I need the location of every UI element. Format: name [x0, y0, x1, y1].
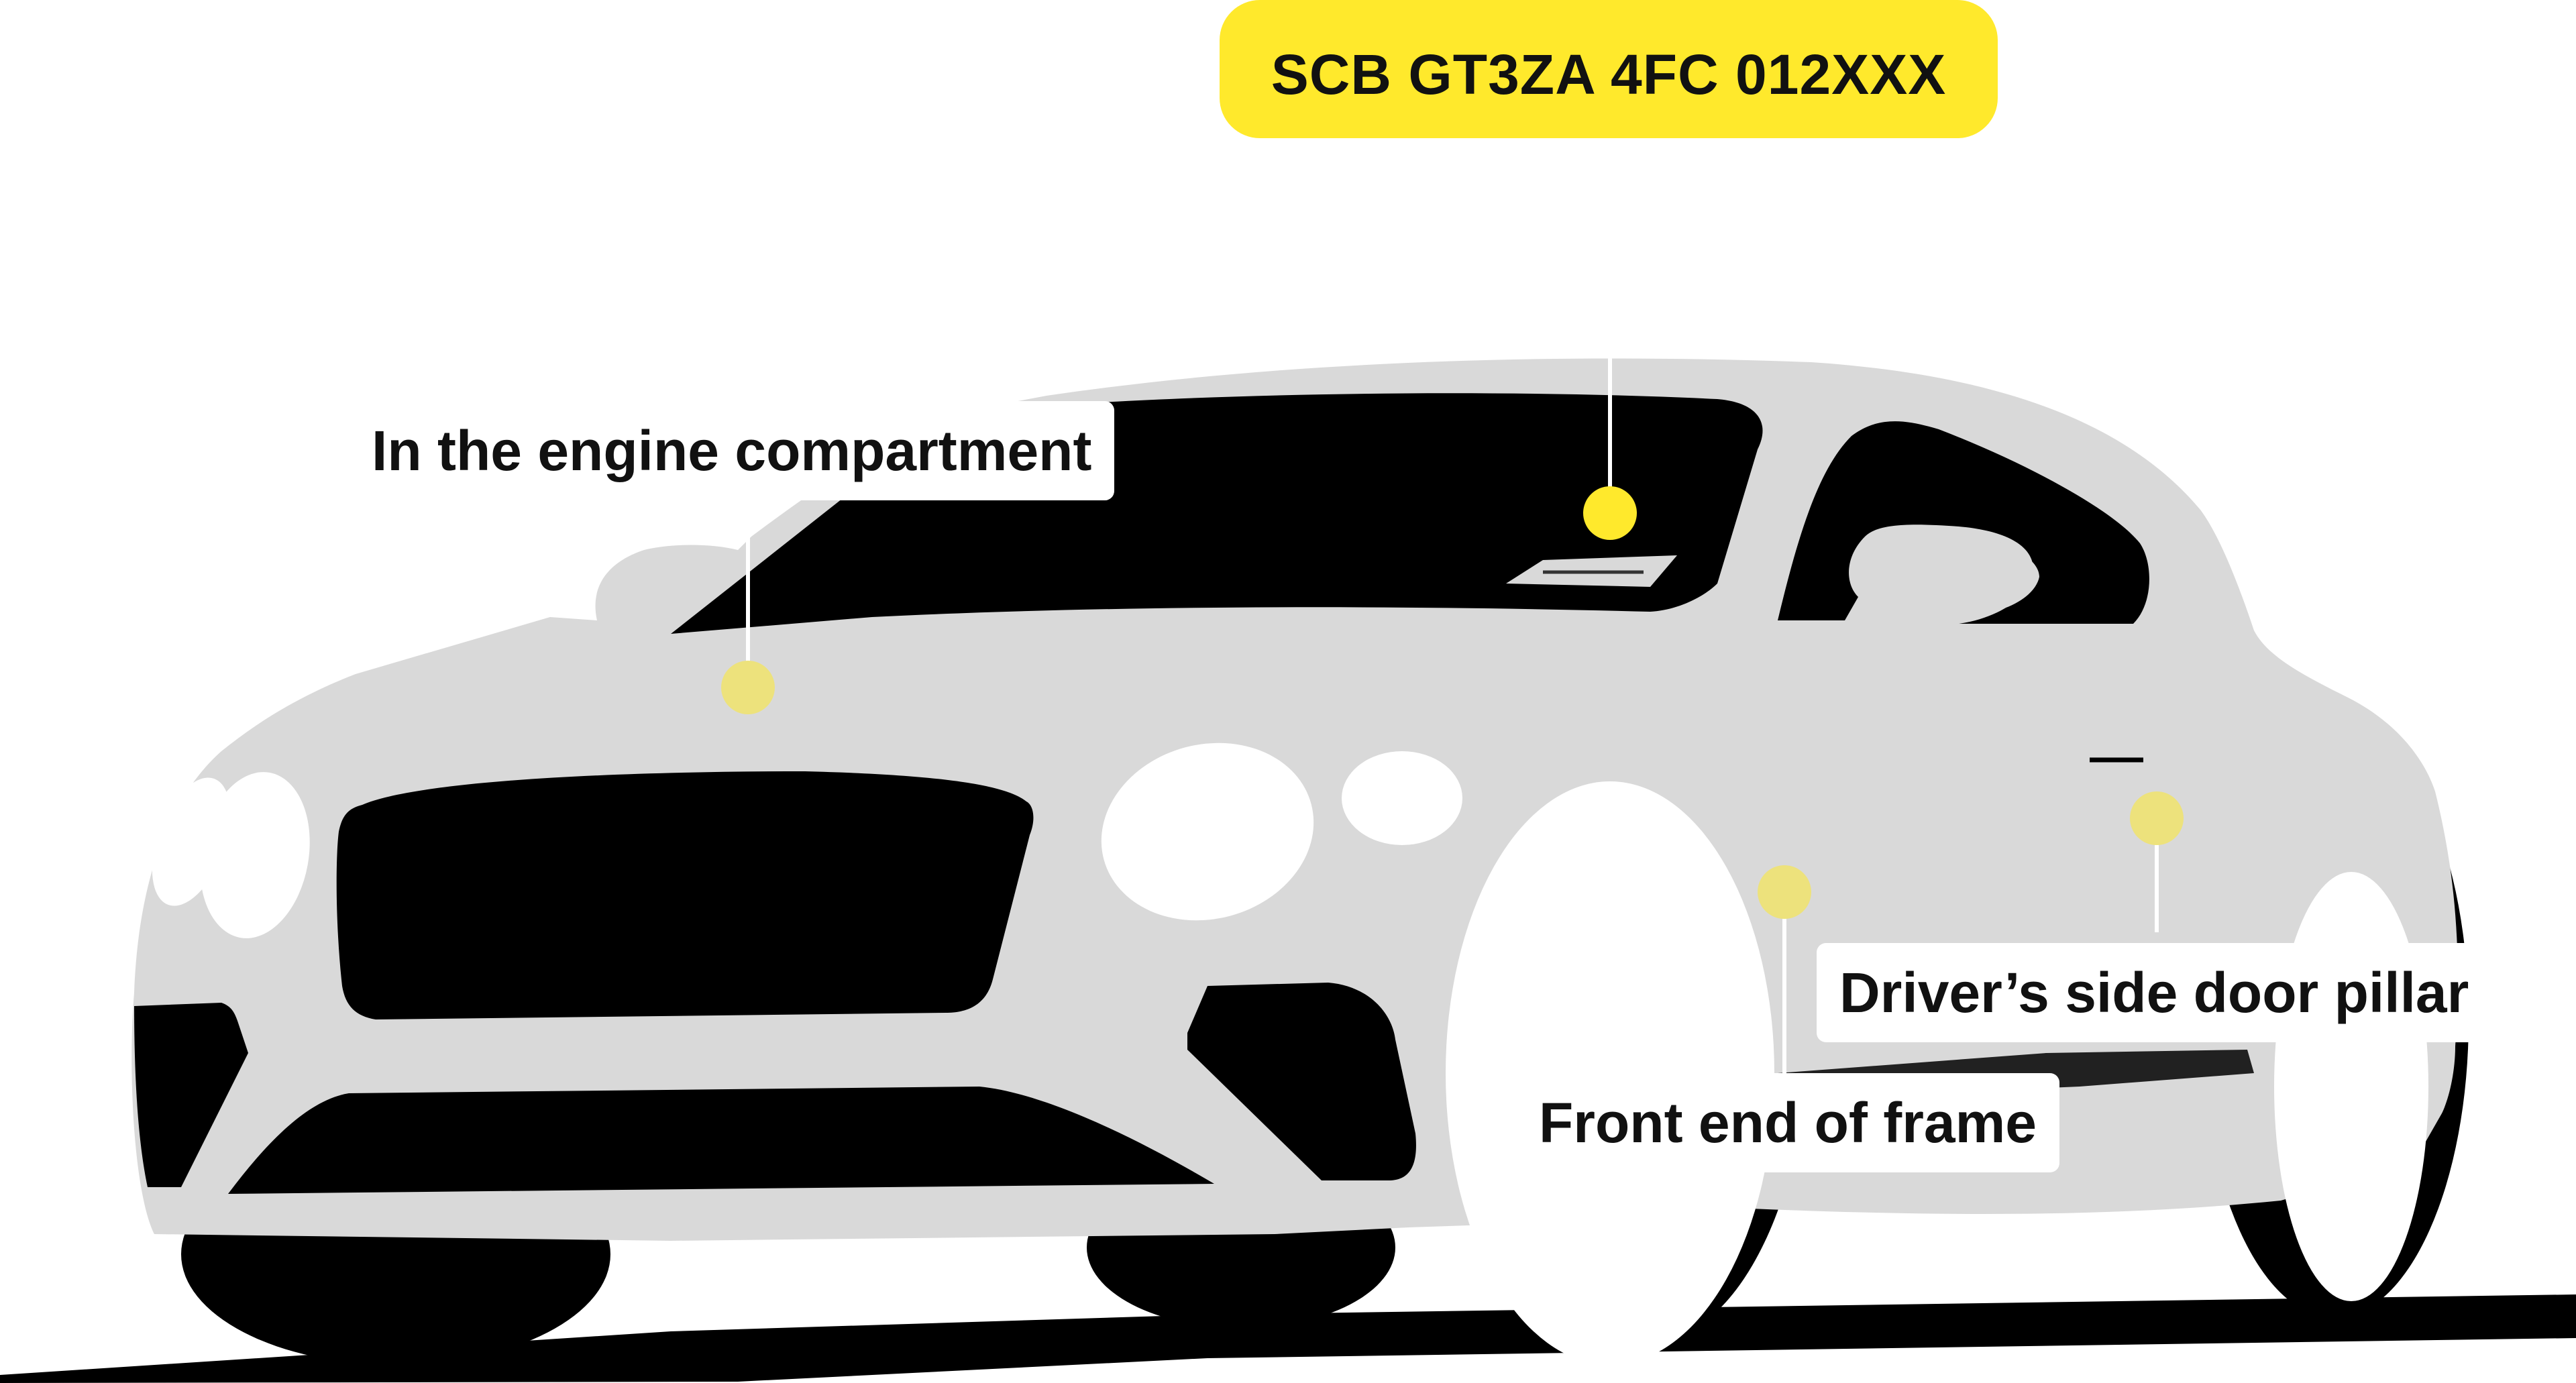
- vin-badge: SCB GT3ZA 4FC 012XXX: [1220, 0, 1998, 138]
- foglight-right: [1342, 751, 1462, 845]
- callout-door-pillar: Driver’s side door pillar: [1817, 943, 2491, 1042]
- marker-door: [2130, 791, 2184, 845]
- callout-engine-label: In the engine compartment: [372, 419, 1091, 484]
- marker-engine: [721, 661, 775, 714]
- bumper-lip: [201, 1244, 369, 1281]
- vin-number: SCB GT3ZA 4FC 012XXX: [1271, 42, 1947, 107]
- grille: [337, 771, 1034, 1019]
- callout-door-label: Driver’s side door pillar: [1839, 960, 2469, 1026]
- callout-frame-label: Front end of frame: [1539, 1091, 2037, 1156]
- marker-frame: [1758, 865, 1811, 919]
- marker-vin: [1583, 486, 1637, 540]
- callout-engine-compartment: In the engine compartment: [349, 401, 1114, 500]
- callout-front-frame: Front end of frame: [1516, 1073, 2059, 1172]
- rear-wheel-face: [2274, 872, 2428, 1301]
